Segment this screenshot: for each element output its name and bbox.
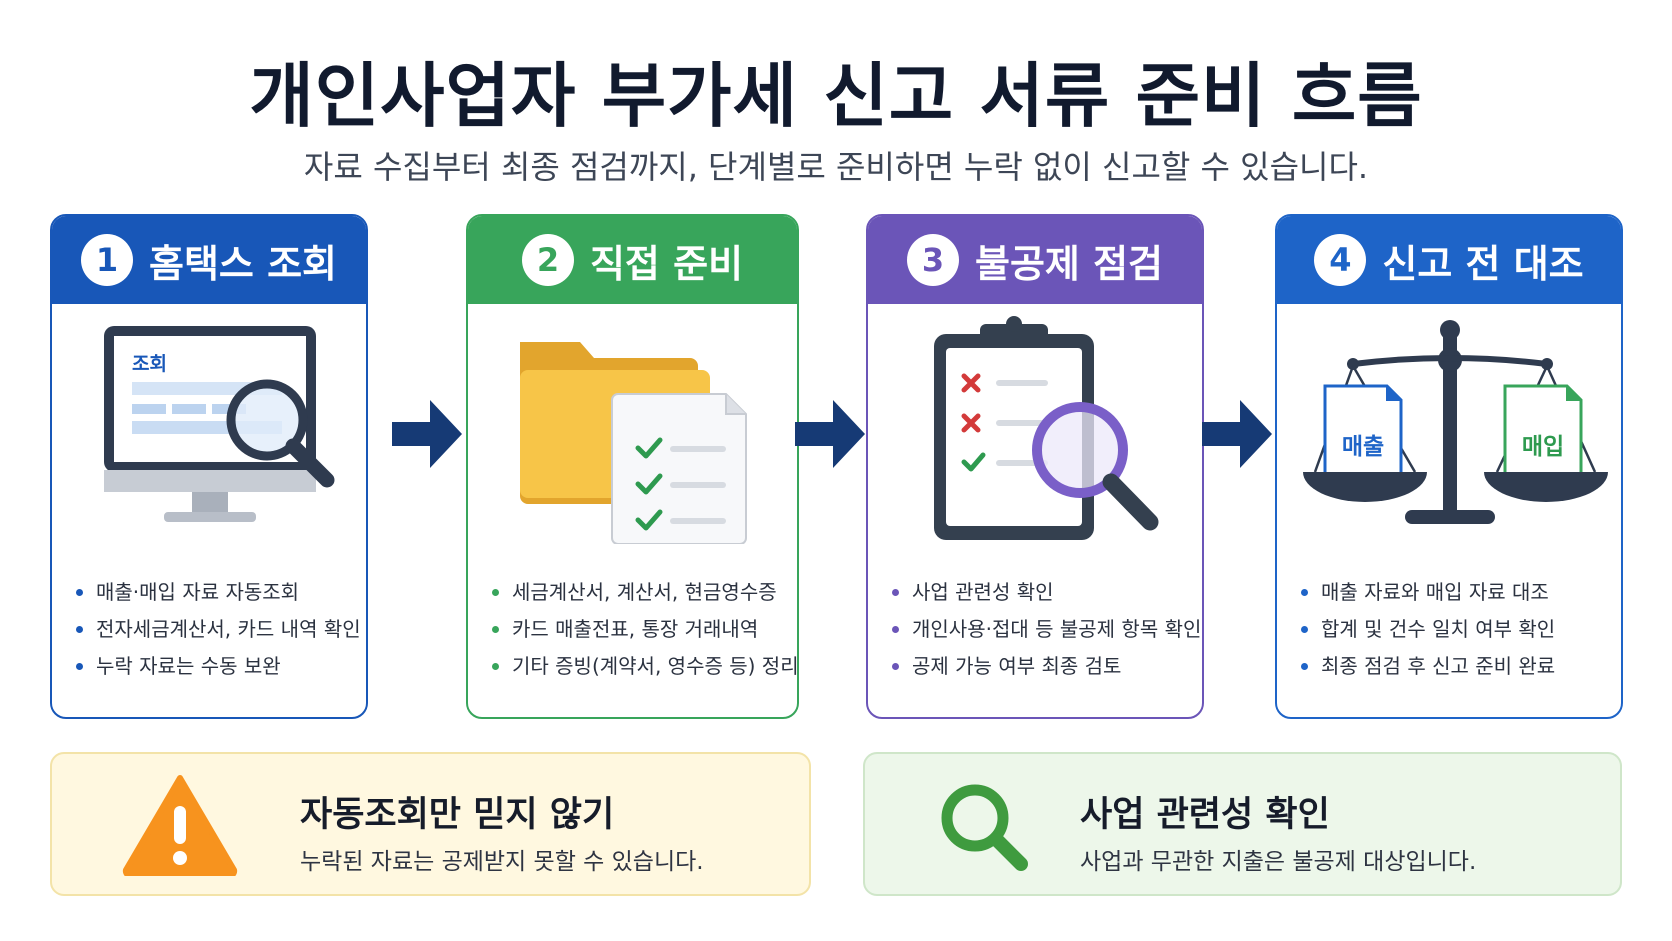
list-item: 공제 가능 여부 최종 검토 [892, 648, 1192, 685]
list-item: 최종 점검 후 신고 준비 완료 [1301, 648, 1611, 685]
flow-arrow-icon [795, 400, 865, 468]
step-number-2: 2 [521, 234, 574, 286]
list-item: 기타 증빙(계약서, 영수증 등) 정리 [492, 648, 797, 685]
business-check-note-title: 사업 관련성 확인 [1080, 795, 1330, 835]
step-list-3: 사업 관련성 확인 개인사용·접대 등 불공제 항목 확인 공제 가능 여부 최… [892, 574, 1201, 685]
step-list-1: 매출·매입 자료 자동조회 전자세금계산서, 카드 내역 확인 누락 자료는 수… [76, 574, 361, 685]
step-card-1: 1 홈택스 조회 조회 매출·매입 자료 자동조회 전자세금계산서, 카드 내역… [50, 214, 368, 719]
list-item: 매출 자료와 매입 자료 대조 [1301, 574, 1611, 611]
step-list-2: 세금계산서, 계산서, 현금영수증 카드 매출전표, 통장 거래내역 기타 증빙… [492, 574, 797, 685]
step-header-3: 3 불공제 점검 [868, 216, 1202, 304]
step-card-3: 3 불공제 점검 사업 관련성 확인 개인사용·접대 등 불공제 항목 확인 공… [866, 214, 1204, 719]
clipboard-magnifier-icon [934, 316, 1159, 540]
warning-icon [122, 775, 238, 876]
business-check-note-text: 사업과 무관한 지출은 불공제 대상입니다. [1080, 849, 1477, 875]
warning-note: 자동조회만 믿지 않기 누락된 자료는 공제받지 못할 수 있습니다. [50, 752, 811, 896]
warning-note-text: 누락된 자료는 공제받지 못할 수 있습니다. [300, 849, 704, 875]
sales-doc-label: 매출 [1342, 434, 1384, 460]
list-item: 사업 관련성 확인 [892, 574, 1192, 611]
purchase-doc-label: 매입 [1522, 434, 1564, 460]
screen-label: 조회 [132, 353, 167, 375]
flow-arrow-icon [1202, 400, 1272, 468]
page-subtitle: 자료 수집부터 최종 점검까지, 단계별로 준비하면 누락 없이 신고할 수 있… [303, 148, 1369, 186]
folder-checklist-icon [520, 342, 747, 544]
flow-arrow-icon [392, 400, 462, 468]
step-card-2: 2 직접 준비 세금계산서, 계산서, 현금영수증 카드 매출전표, 통장 거래… [466, 214, 799, 719]
monitor-magnifier-icon: 조회 [104, 326, 335, 522]
list-item: 개인사용·접대 등 불공제 항목 확인 [892, 611, 1201, 648]
business-check-note: 사업 관련성 확인 사업과 무관한 지출은 불공제 대상입니다. [863, 752, 1622, 896]
list-item: 합계 및 건수 일치 여부 확인 [1301, 611, 1611, 648]
step-number-4: 4 [1314, 234, 1367, 286]
list-item: 누락 자료는 수동 보완 [76, 648, 356, 685]
list-item: 카드 매출전표, 통장 거래내역 [492, 611, 787, 648]
step-header-4: 4 신고 전 대조 [1277, 216, 1621, 304]
step-title-1: 홈택스 조회 [148, 241, 338, 286]
step-number-3: 3 [906, 234, 959, 286]
step-title-4: 신고 전 대조 [1382, 241, 1584, 286]
balance-scale-icon: 매출 매입 [1303, 320, 1608, 524]
list-item: 세금계산서, 계산서, 현금영수증 [492, 574, 787, 611]
step-header-2: 2 직접 준비 [468, 216, 797, 304]
step-title-2: 직접 준비 [589, 241, 744, 286]
list-item: 매출·매입 자료 자동조회 [76, 574, 356, 611]
step-number-1: 1 [80, 234, 133, 286]
step-title-3: 불공제 점검 [974, 241, 1164, 286]
list-item: 전자세금계산서, 카드 내역 확인 [76, 611, 361, 648]
step-header-1: 1 홈택스 조회 [52, 216, 366, 304]
step-list-4: 매출 자료와 매입 자료 대조 합계 및 건수 일치 여부 확인 최종 점검 후… [1301, 574, 1611, 685]
warning-note-title: 자동조회만 믿지 않기 [300, 795, 615, 835]
page-title: 개인사업자 부가세 신고 서류 준비 흐름 [249, 55, 1423, 137]
step-card-4: 4 신고 전 대조 매출 매입 매출 자료와 매입 자료 대조 합계 [1275, 214, 1623, 719]
search-icon [941, 784, 1028, 871]
